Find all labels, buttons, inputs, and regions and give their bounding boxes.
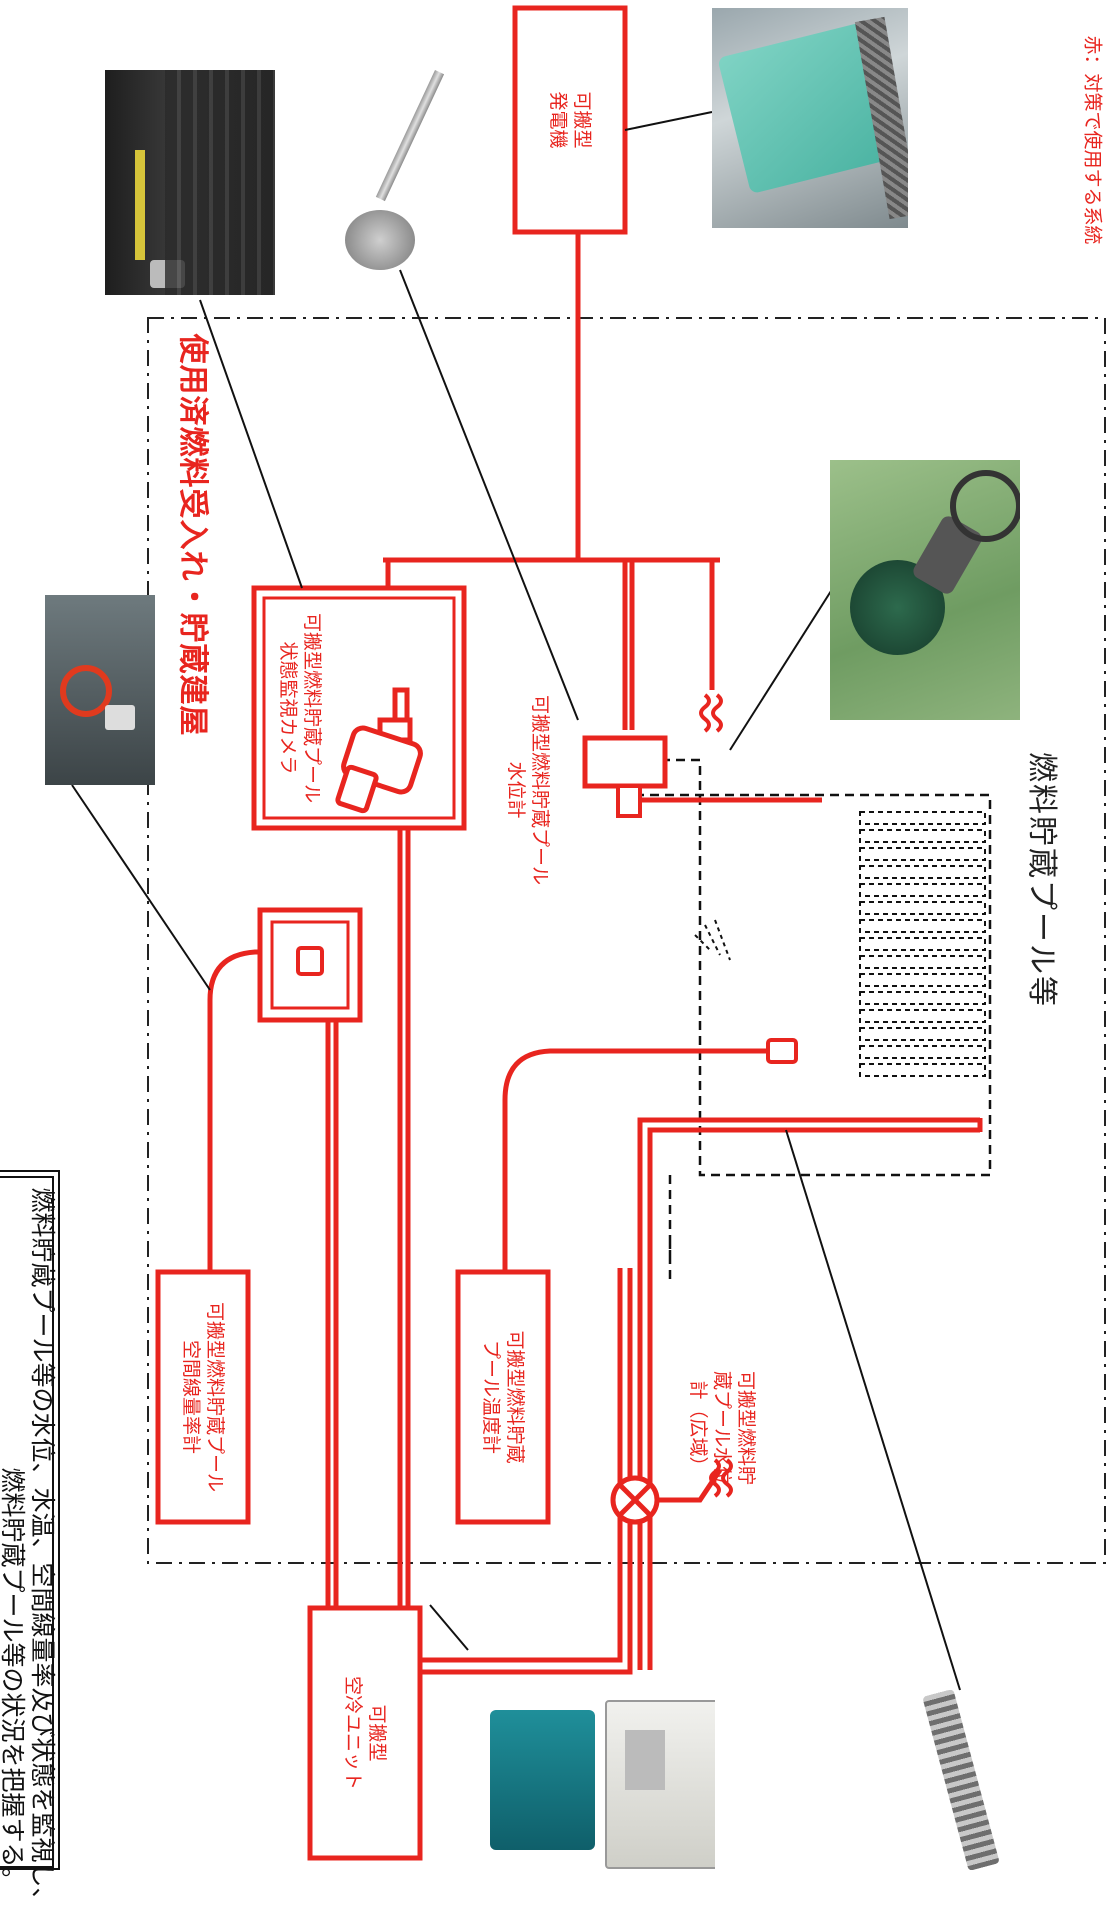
- building-title: 使用済燃料受入れ・貯蔵建屋: [175, 333, 210, 737]
- camera-label: 可搬型燃料貯蔵プール 状態監視カメラ: [277, 612, 323, 804]
- dose-label-box: [155, 1269, 251, 1525]
- legend-label: 赤：対策で使用する系統: [1081, 35, 1104, 245]
- diagram-canvas: 燃料貯蔵プール等の水位、水温、空間線量率及び状態を監視し、 燃料貯蔵プール等の状…: [0, 5, 1106, 1913]
- note-box: [0, 1170, 60, 1870]
- camera-body-photo: [830, 460, 1020, 720]
- pool-title: 燃料貯蔵プール等: [1024, 752, 1059, 1008]
- temp-sensor-tip: [766, 1038, 798, 1064]
- dose-meter-photo: [45, 595, 155, 785]
- level-meter-stem: [616, 784, 642, 818]
- camera-photo: [105, 70, 275, 295]
- air-unit-photo: [490, 1700, 715, 1870]
- dose-box-sensor: [296, 946, 324, 976]
- dose-meter-label: 可搬型燃料貯蔵プール 空間線量率計: [180, 1301, 226, 1493]
- system-diagram: [71, 5, 1106, 1861]
- level-meter-label: 可搬型燃料貯蔵プール 水位計: [505, 694, 551, 886]
- temp-label-box: [455, 1269, 551, 1525]
- level-meter-box: [582, 735, 668, 789]
- air-unit-box: [307, 1605, 423, 1861]
- fuel-racks: [859, 811, 986, 1077]
- leader-lines: [71, 111, 961, 1691]
- red-system-lines: [207, 232, 983, 1675]
- water-surface: [694, 919, 731, 961]
- air-unit-label: 可搬型 空冷ユニット: [342, 1675, 388, 1791]
- generator-label: 可搬型 発電機: [547, 91, 593, 149]
- squiggle-symbols: [699, 693, 733, 1498]
- wide-level-sensor-photo: [905, 1690, 1025, 1870]
- note-line-2: 燃料貯蔵プール等の状況を把握する。: [0, 1467, 27, 1893]
- valve-symbol: [610, 1475, 660, 1525]
- dose-box-inner: [270, 920, 350, 1010]
- wide-level-meter-label: 可搬型燃料貯 蔵プール水位 計（広域）: [687, 1370, 757, 1486]
- generator-photo: [712, 8, 908, 228]
- temp-meter-label: 可搬型燃料貯蔵 プール温度計: [480, 1330, 526, 1464]
- camera-box-inner: [262, 596, 456, 820]
- camera-icon: [335, 687, 423, 814]
- building-boundary: [147, 317, 1106, 1564]
- level-sensor-photo: [325, 60, 475, 290]
- generator-box: [512, 5, 628, 235]
